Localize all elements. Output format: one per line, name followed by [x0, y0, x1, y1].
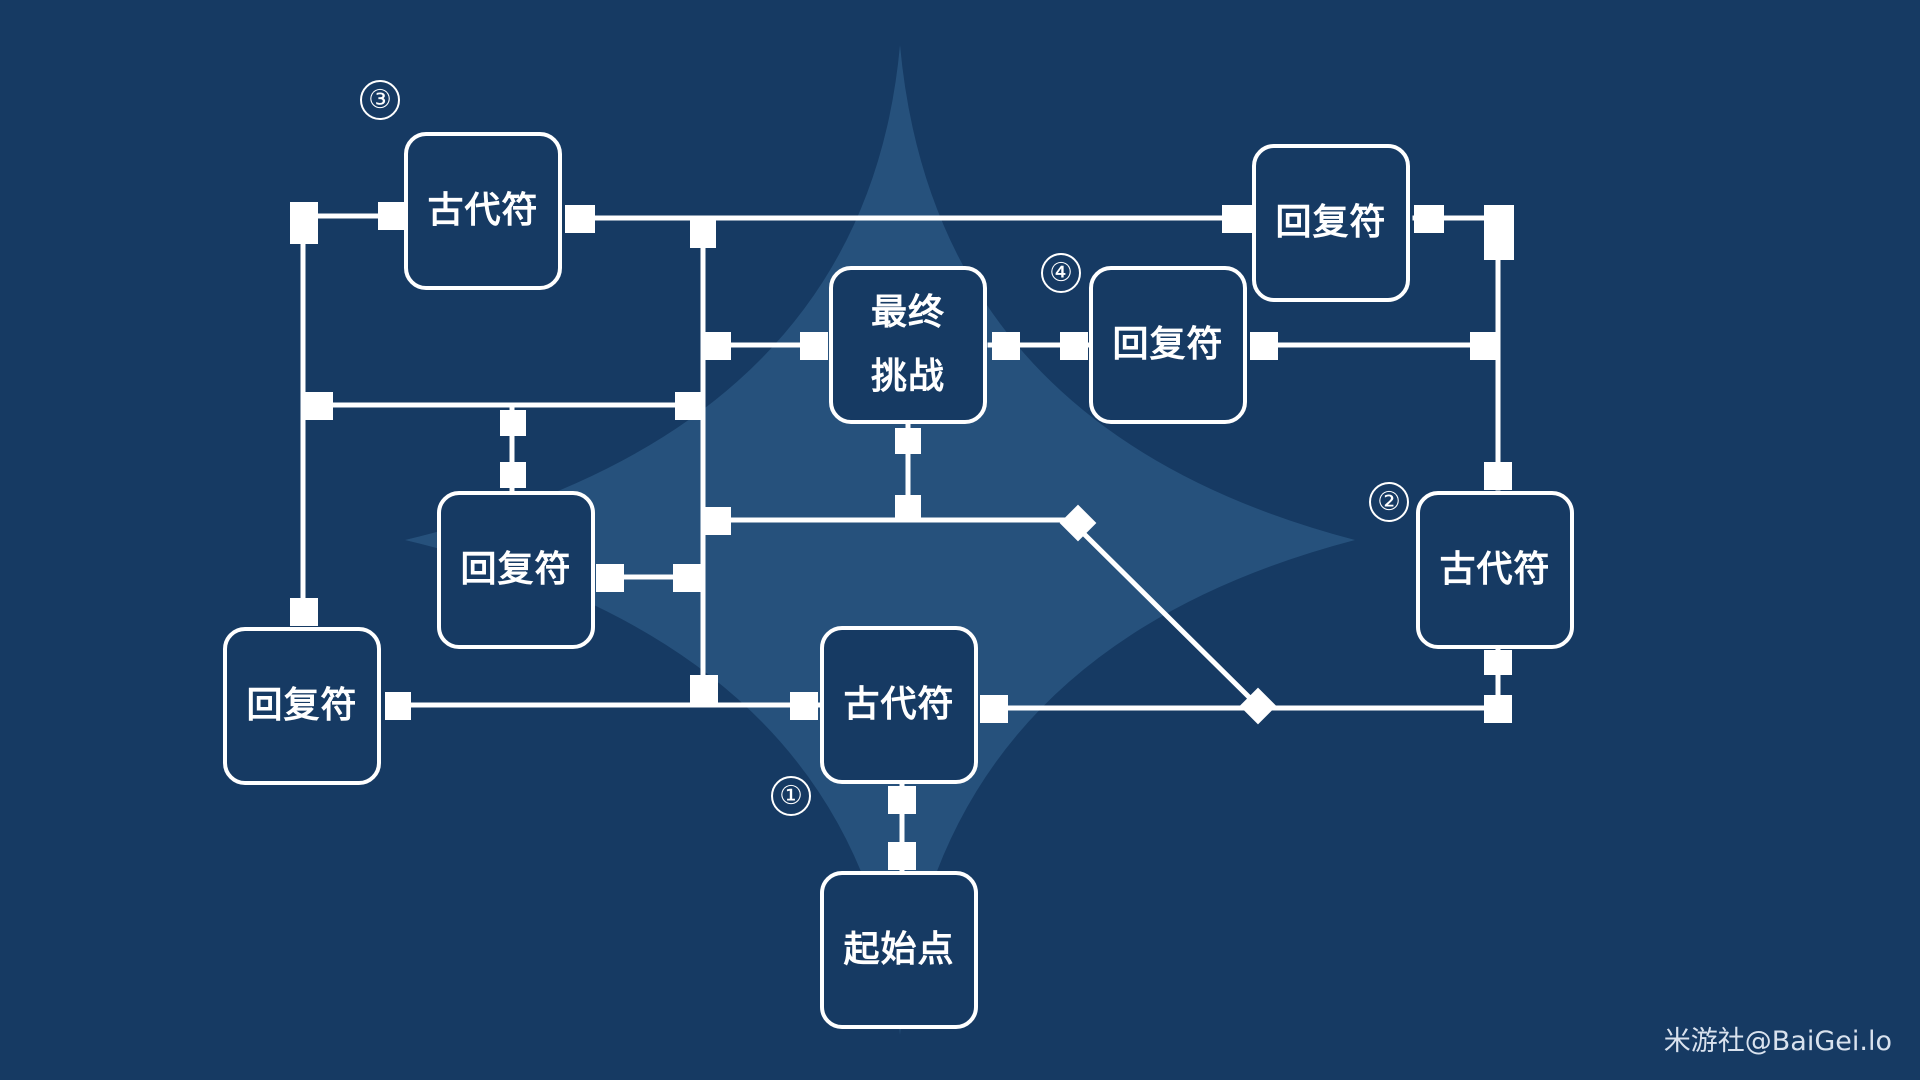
node-label: 古代符	[1439, 549, 1551, 590]
watermark-text: 米游社@BaiGei.lo	[1663, 1026, 1892, 1057]
node-ancient-rune-right[interactable]: 古代符	[1416, 491, 1574, 649]
node-label: 古代符	[427, 190, 539, 231]
node-label: 回复符	[1275, 202, 1387, 243]
node-label-line2: 挑战	[870, 356, 945, 397]
node-ancient-rune-top[interactable]: 古代符	[404, 132, 562, 290]
node-final-challenge[interactable]: 最终 挑战	[829, 266, 987, 424]
node-start-point[interactable]: 起始点	[820, 871, 978, 1029]
node-label: 回复符	[246, 685, 358, 726]
node-recovery-rune-mid[interactable]: 回复符	[437, 491, 595, 649]
node-ancient-rune-center[interactable]: 古代符	[820, 626, 978, 784]
marker-2: ②	[1369, 482, 1409, 522]
marker-1: ①	[771, 776, 811, 816]
node-label: 回复符	[1112, 324, 1224, 365]
node-label-line1: 最终	[870, 292, 945, 333]
node-recovery-rune-top-right[interactable]: 回复符	[1252, 144, 1410, 302]
node-recovery-rune-left[interactable]: 回复符	[223, 627, 381, 785]
node-label: 回复符	[460, 549, 572, 590]
marker-3: ③	[360, 80, 400, 120]
marker-4: ④	[1041, 253, 1081, 293]
node-label: 起始点	[843, 929, 955, 970]
node-label: 古代符	[843, 684, 955, 725]
node-recovery-rune-center-right[interactable]: 回复符	[1089, 266, 1247, 424]
